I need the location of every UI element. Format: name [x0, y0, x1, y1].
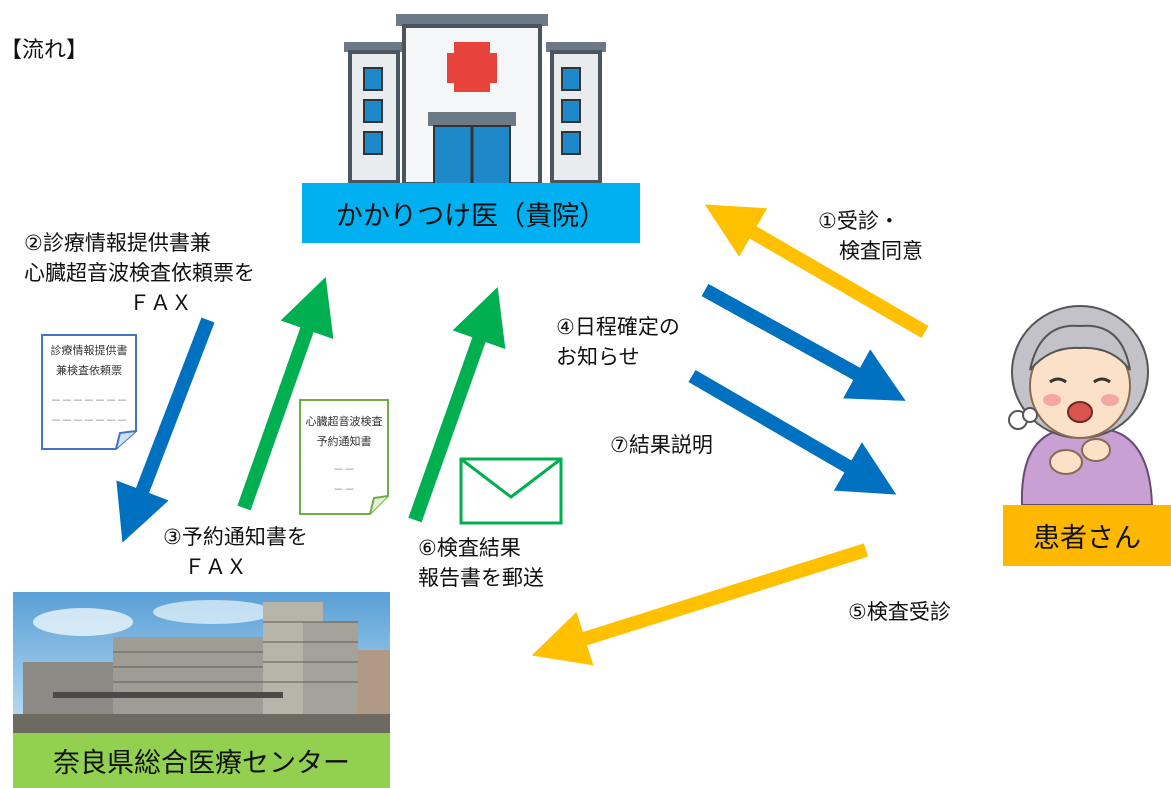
notice-document-lines: －－ －－	[333, 463, 355, 496]
notice-document-title: 心臓超音波検査 予約通知書	[305, 415, 383, 448]
step3-label: ③予約通知書を ＦＡＸ	[163, 525, 308, 579]
arrow-step7	[688, 369, 897, 495]
step5-label: ⑤検査受診	[848, 600, 951, 624]
referral-document-title: 診療情報提供書 兼検査依頼票	[50, 344, 128, 377]
referral-document: 診療情報提供書 兼検査依頼票 －－－－－－－ －－－－－－－	[40, 333, 138, 451]
referral-document-lines: －－－－－－－ －－－－－－－	[50, 394, 128, 427]
document-icon	[299, 399, 389, 515]
arrow-step5	[531, 543, 869, 666]
flow-heading: 【流れ】	[0, 38, 89, 63]
arrow-step1	[704, 204, 929, 339]
patient-label: 患者さん	[1003, 505, 1171, 566]
hospital-icon	[344, 14, 606, 184]
arrow-step4	[701, 283, 906, 401]
envelope-icon	[459, 457, 563, 525]
clinic-label: かかりつけ医（貴院）	[302, 183, 640, 243]
step1-label: ①受診・ 検査同意	[818, 209, 923, 263]
step2-label: ②診療情報提供書兼 心臓超音波検査依頼票を ＦＡＸ	[24, 231, 255, 315]
arrow-step3	[237, 277, 334, 511]
notice-document: 心臓超音波検査 予約通知書 －－ －－	[298, 398, 390, 516]
document-icon	[41, 334, 137, 450]
elderly-patient-icon	[1008, 305, 1154, 505]
hospital-building-photo	[13, 592, 390, 733]
arrow-step6	[408, 287, 506, 523]
step7-label: ⑦結果説明	[610, 433, 713, 457]
step4-label: ④日程確定の お知らせ	[556, 315, 680, 369]
step6-label: ⑥検査結果 報告書を郵送	[418, 536, 544, 590]
arrow-step2	[116, 317, 215, 543]
center-label: 奈良県総合医療センター	[13, 733, 390, 788]
